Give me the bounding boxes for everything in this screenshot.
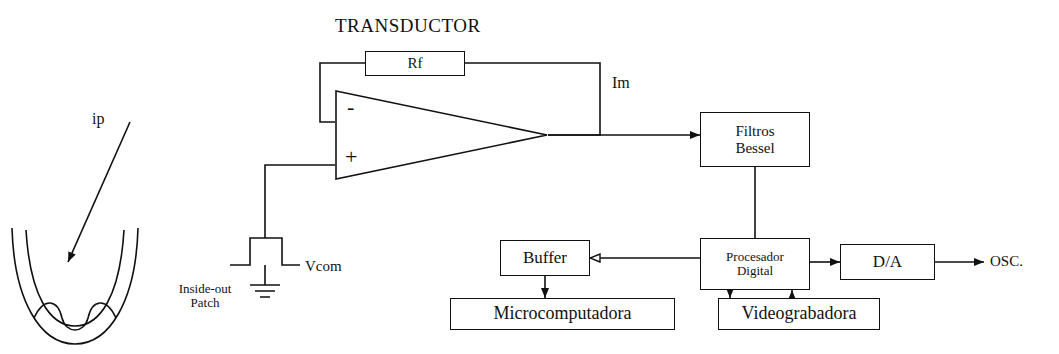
part-name: Inside-out Patch <box>165 282 245 311</box>
noninverting-wire <box>265 165 335 238</box>
op-amp-outline <box>336 91 547 179</box>
op-amp-triangle <box>335 90 548 180</box>
pin-name: - <box>347 96 354 118</box>
wire <box>754 167 756 238</box>
pin-name: + <box>345 146 357 168</box>
membrane-patch <box>34 303 116 330</box>
box-label: Procesador Digital <box>715 250 795 279</box>
pulse-symbol <box>230 238 300 265</box>
box-label: Videograbadora <box>742 304 857 324</box>
op-amp: -+ <box>335 90 548 180</box>
signal-arrow <box>544 276 546 298</box>
signal-arrow <box>791 290 793 298</box>
box-label: Rf <box>408 55 423 72</box>
box-label: Buffer <box>523 249 567 268</box>
diagram-title: TRANSDUCTOR <box>335 16 481 37</box>
box-label: Microcomputadora <box>494 304 632 324</box>
signal-name: Im <box>612 74 630 92</box>
signal-name: ip <box>92 110 104 128</box>
signal-name: OSC. <box>990 253 1023 270</box>
process-box: D/A <box>840 244 935 280</box>
process-box: Procesador Digital <box>700 238 810 290</box>
output-arrow <box>935 261 984 263</box>
signal-arrow <box>590 257 700 259</box>
signal-arrow <box>729 290 731 298</box>
signal-arrow <box>548 134 700 136</box>
process-box: Filtros Bessel <box>700 112 810 167</box>
box-label: Filtros Bessel <box>719 123 791 156</box>
process-box: Buffer <box>500 240 590 276</box>
electrode-wire <box>68 122 130 262</box>
process-box: Videograbadora <box>718 298 880 330</box>
signal-arrow <box>810 261 840 263</box>
box-label: D/A <box>873 253 902 272</box>
resistor-symbol: Rf <box>365 51 465 76</box>
ground-symbol <box>250 265 280 297</box>
signal-name: Vcom <box>305 258 342 275</box>
process-box: Microcomputadora <box>450 298 675 330</box>
